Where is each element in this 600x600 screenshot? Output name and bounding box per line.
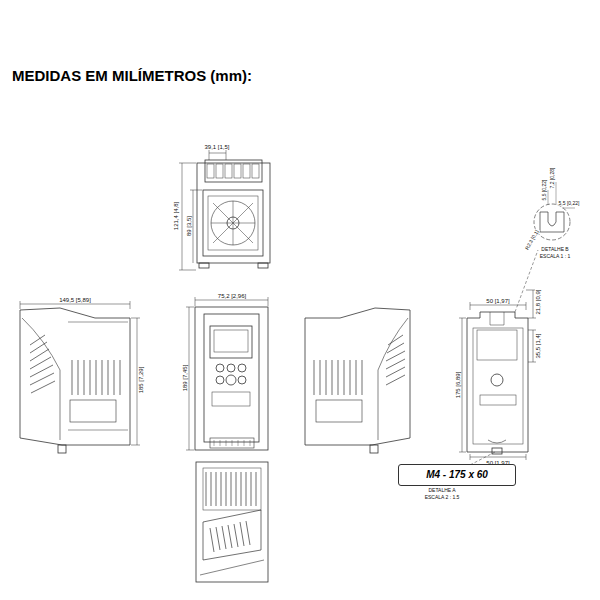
dimension-label: DETALHE B (540, 247, 569, 252)
dimension-label: 121,4 [4,8] (173, 201, 179, 231)
dimension-label: 175 [6,89] (455, 371, 461, 400)
dimension-label: 75,2 [2,96] (217, 293, 247, 299)
box-text: M4 - 175 x 60 (426, 470, 488, 480)
dimension-label: 89 [3,5] (186, 215, 192, 237)
dimension-label: ESCALA 2 : 1.5 (424, 495, 461, 500)
dimension-label: 5,5 [0,22] (542, 179, 547, 202)
dimension-label: 149,5 [5,89] (58, 297, 92, 303)
dimension-label: 5,5 [0,22] (558, 201, 581, 206)
dimension-label: 50 [1,97] (485, 298, 510, 304)
dimension-label: DETALHE A (427, 488, 456, 493)
dimension-label: 39,1 [1,5] (203, 144, 230, 150)
dimension-label: ESCALA 1 : 1 (539, 254, 572, 259)
dimension-label: 21,8 [0,9] (535, 288, 541, 315)
dimension-label: 35,5 [1,4] (535, 332, 541, 359)
dimension-label: R2,3 [0,1] (524, 228, 540, 251)
drawing-title: MEDIDAS EM MILÍMETROS (mm): (12, 67, 252, 84)
spec-box: M4 - 175 x 60 (398, 464, 516, 486)
dimension-label: 185 [7,29] (138, 366, 144, 395)
dimension-label: 7,2 [0,28] (550, 167, 555, 190)
dimension-label: 189 [7,45] (182, 364, 188, 393)
